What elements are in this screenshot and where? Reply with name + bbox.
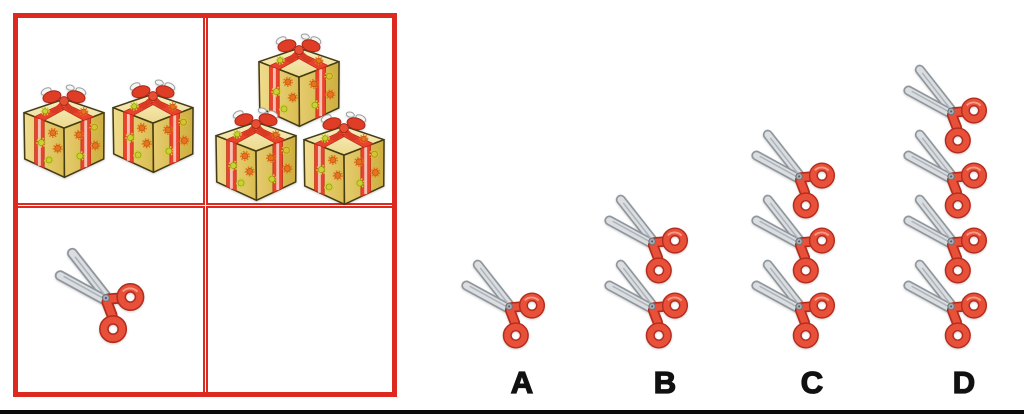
answer-option-d[interactable]: D (899, 63, 1009, 400)
scissors-icon (53, 246, 165, 348)
option-c-label: C (800, 365, 824, 400)
scissors-icon (749, 258, 855, 353)
option-b-scissors-stack (602, 193, 708, 353)
bottom-divider (0, 410, 1024, 414)
answer-option-c[interactable]: C (747, 128, 857, 400)
gift-icon (23, 82, 105, 180)
scissors-icon (602, 258, 708, 353)
scissors-icon (459, 258, 565, 353)
grid-cell-top-right (205, 18, 392, 207)
grid-cell-bottom-right-empty (205, 205, 392, 392)
option-d-label: D (952, 365, 976, 400)
gift-icon (215, 105, 297, 203)
option-a-scissors-stack (459, 258, 565, 353)
answer-option-a[interactable]: A (457, 258, 567, 400)
option-d-scissors-stack (901, 63, 1007, 353)
gift-icon (303, 109, 385, 207)
answer-option-b[interactable]: B (600, 193, 710, 400)
option-a-label: A (510, 365, 534, 400)
grid-cell-bottom-left (18, 205, 205, 392)
puzzle-grid (13, 13, 397, 397)
gift-icon (112, 77, 194, 175)
option-b-label: B (653, 365, 677, 400)
grid-cell-top-left (18, 18, 205, 205)
scissors-icon (901, 258, 1007, 353)
option-c-scissors-stack (749, 128, 855, 353)
